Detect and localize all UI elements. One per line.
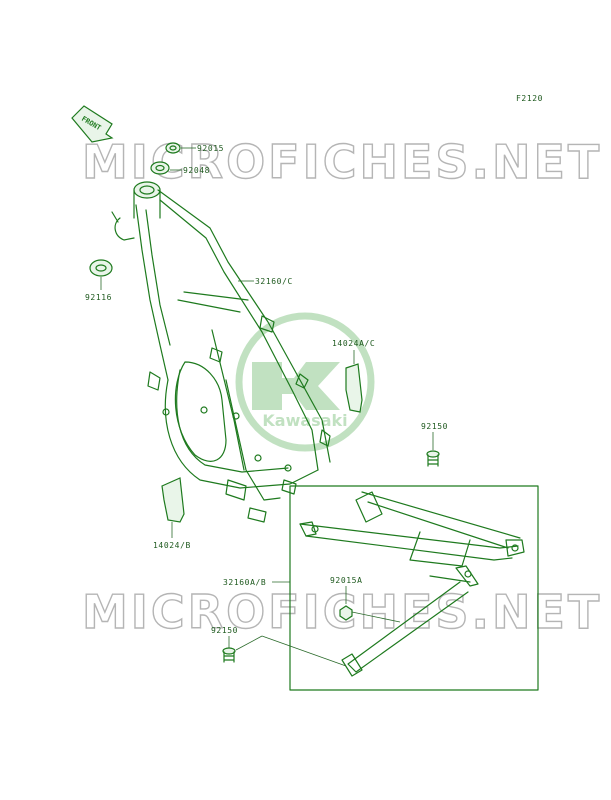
part-92150-bolt-lower[interactable] bbox=[222, 647, 236, 663]
label-92150-lower: 92150 bbox=[211, 626, 238, 635]
part-92150-bolt-upper[interactable] bbox=[426, 450, 440, 467]
label-92015: 92015 bbox=[197, 144, 224, 153]
label-92048: 92048 bbox=[183, 166, 210, 175]
part-92048-bearing[interactable] bbox=[150, 161, 170, 175]
label-92150-upper: 92150 bbox=[421, 422, 448, 431]
figure-code: F2120 bbox=[516, 94, 543, 103]
watermark-top: MICROFICHES.NET bbox=[82, 135, 602, 189]
label-32160C: 32160/C bbox=[255, 277, 293, 286]
main-frame[interactable] bbox=[111, 181, 331, 523]
rear-subframe[interactable] bbox=[289, 485, 539, 691]
kawasaki-logo: Kawasaki bbox=[235, 312, 375, 452]
label-14024AC: 14024A/C bbox=[332, 339, 375, 348]
logo-text: Kawasaki bbox=[262, 411, 347, 430]
front-arrow-icon: FRONT bbox=[71, 105, 114, 143]
label-92015A: 92015A bbox=[330, 576, 363, 585]
part-92015-seal[interactable] bbox=[165, 142, 181, 154]
label-14024B: 14024/B bbox=[153, 541, 191, 550]
label-92116: 92116 bbox=[85, 293, 112, 302]
part-92015A-nut[interactable] bbox=[339, 605, 353, 621]
part-14024B-guard[interactable] bbox=[161, 477, 185, 523]
part-92116-bearing[interactable] bbox=[89, 259, 113, 277]
label-32160AB: 32160A/B bbox=[223, 578, 266, 587]
part-14024AC-guard[interactable] bbox=[345, 363, 363, 413]
